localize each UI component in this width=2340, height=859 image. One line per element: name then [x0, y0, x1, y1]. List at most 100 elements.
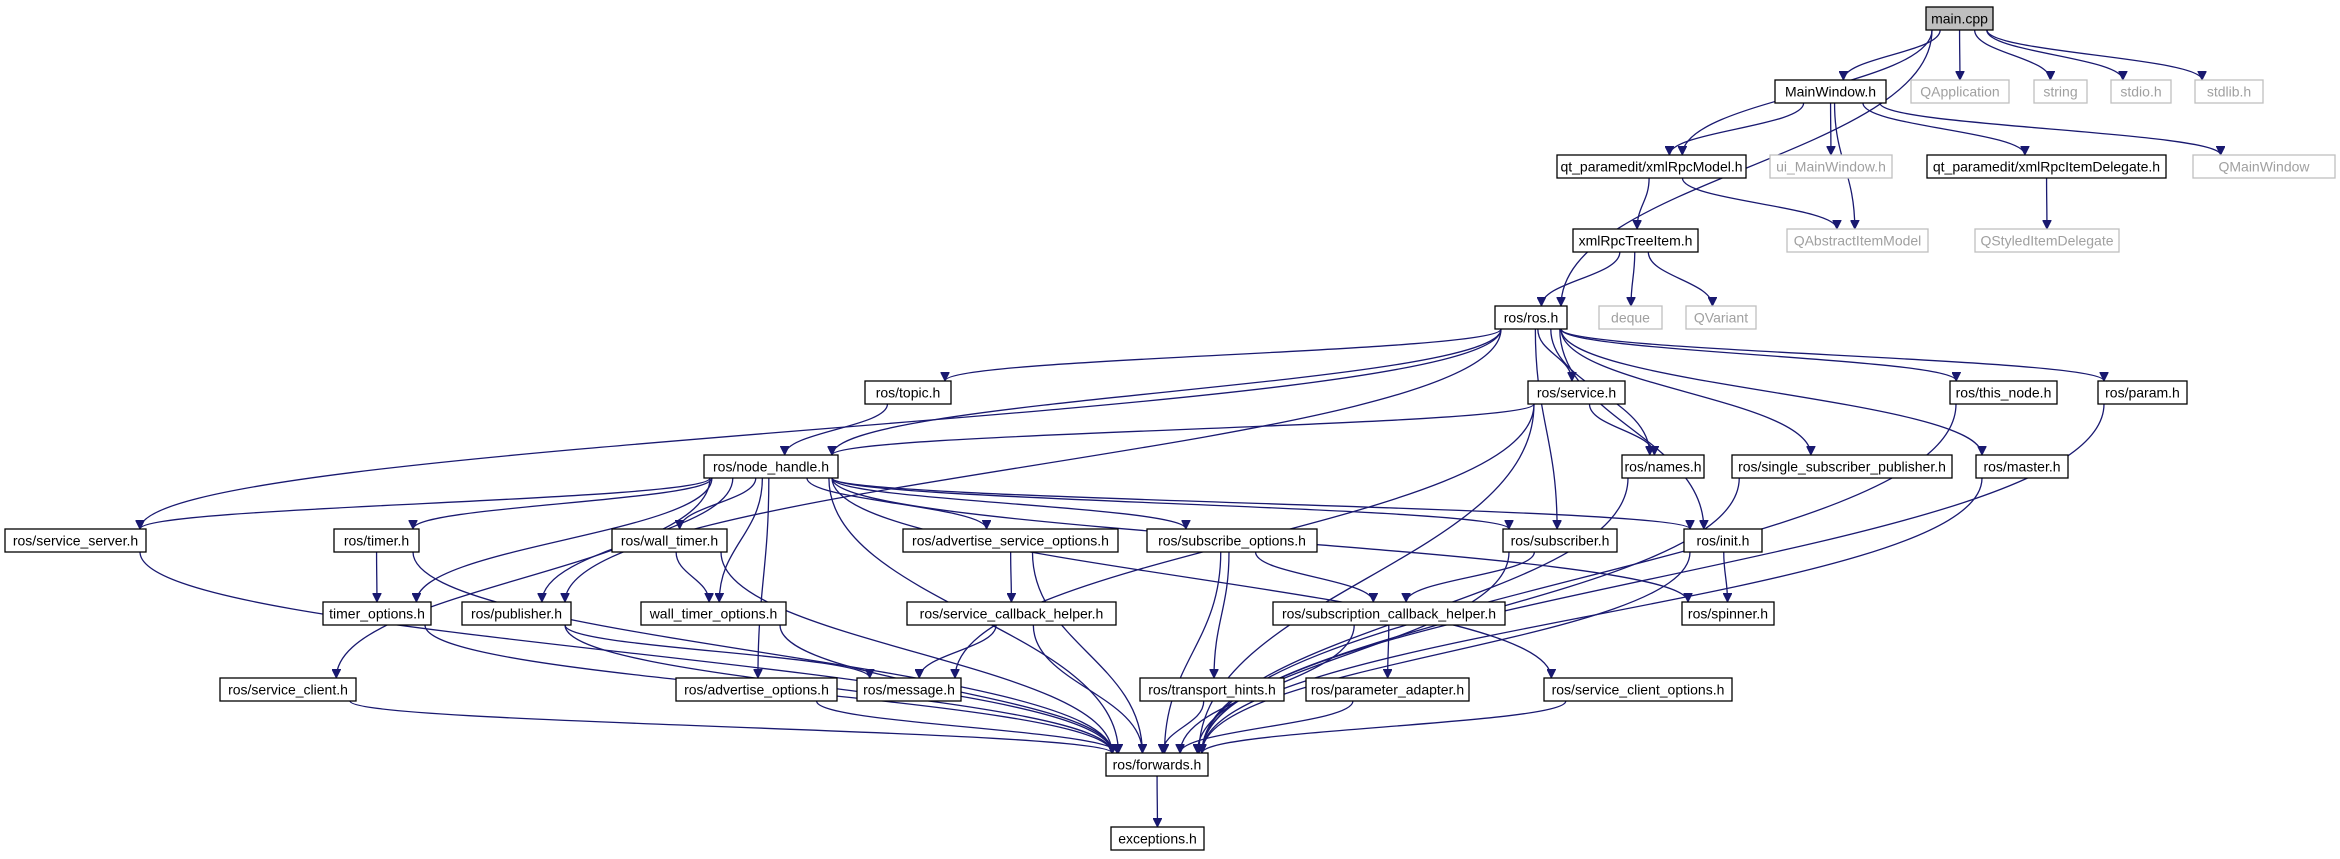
node-qstyleditemdelegate: QStyledItemDelegate	[1974, 228, 2120, 253]
node-transport-hints[interactable]: ros/transport_hints.h	[1139, 677, 1285, 702]
node-box	[1105, 752, 1209, 777]
edge-ros-ros-to-subscriber	[1534, 328, 1557, 529]
node-ssp[interactable]: ros/single_subscriber_publisher.h	[1731, 454, 1953, 479]
node-box	[1681, 601, 1775, 626]
edge-sub-opts-to-forwards	[1165, 551, 1222, 753]
node-xmlrpctreeitem[interactable]: xmlRpcTreeItem.h	[1572, 228, 1699, 253]
edge-ros-ros-to-param	[1560, 328, 2104, 382]
node-sub-opts[interactable]: ros/subscribe_options.h	[1146, 528, 1318, 553]
node-box	[1146, 528, 1318, 553]
edge-topic-to-node-handle	[785, 403, 889, 456]
node-label: ros/node_handle.h	[713, 459, 829, 475]
node-label: ros/param.h	[2105, 385, 2180, 401]
node-qapplication: QApplication	[1910, 79, 2010, 104]
node-wall-timer[interactable]: ros/wall_timer.h	[611, 528, 728, 553]
node-box	[856, 677, 962, 702]
node-label: ros/message.h	[863, 682, 955, 698]
node-stdio: stdio.h	[2110, 79, 2172, 104]
node-node-handle[interactable]: ros/node_handle.h	[703, 454, 839, 479]
edge-node-handle-to-service-server	[140, 477, 711, 530]
edge-node-handle-to-aso	[806, 477, 987, 530]
node-label: ros/service_server.h	[13, 533, 138, 549]
node-box	[1556, 154, 1747, 179]
edge-ros-ros-to-master	[1560, 328, 1982, 455]
node-sco[interactable]: ros/service_client_options.h	[1543, 677, 1733, 702]
node-box	[2097, 380, 2188, 405]
node-label: QStyledItemDelegate	[1980, 233, 2113, 249]
node-box	[906, 601, 1117, 626]
node-label: ros/ros.h	[1504, 310, 1558, 326]
edge-ros-ros-to-init	[1559, 328, 1704, 529]
node-spinner[interactable]: ros/spinner.h	[1681, 601, 1775, 626]
node-label: ros/timer.h	[344, 533, 409, 549]
node-adv-opts[interactable]: ros/advertise_options.h	[675, 677, 838, 702]
node-box	[1494, 305, 1568, 330]
node-message[interactable]: ros/message.h	[856, 677, 962, 702]
node-label: ros/names.h	[1624, 459, 1701, 475]
edge-ros-ros-to-ssp	[1560, 328, 1811, 455]
node-label: ros/init.h	[1697, 533, 1750, 549]
node-xmlrpcmodel[interactable]: qt_paramedit/xmlRpcModel.h	[1556, 154, 1747, 179]
node-service[interactable]: ros/service.h	[1527, 380, 1626, 405]
node-topic[interactable]: ros/topic.h	[864, 380, 952, 405]
node-box	[1110, 826, 1205, 851]
node-param[interactable]: ros/param.h	[2097, 380, 2188, 405]
node-box	[1139, 677, 1285, 702]
node-ros-ros[interactable]: ros/ros.h	[1494, 305, 1568, 330]
edge-node-handle-to-sco	[831, 477, 1551, 678]
node-box	[1774, 79, 1887, 104]
node-box	[1975, 454, 2069, 479]
edge-ros-ros-to-this-node	[1560, 328, 1956, 382]
node-subcb[interactable]: ros/subscription_callback_helper.h	[1272, 601, 1506, 626]
node-label: exceptions.h	[1118, 831, 1197, 847]
edge-node-handle-to-init	[831, 477, 1690, 530]
node-label: ros/single_subscriber_publisher.h	[1738, 459, 1946, 475]
node-service-server[interactable]: ros/service_server.h	[4, 528, 147, 553]
node-wall-timer-options[interactable]: wall_timer_options.h	[640, 601, 787, 626]
node-box	[322, 601, 432, 626]
node-forwards[interactable]: ros/forwards.h	[1105, 752, 1209, 777]
node-box	[219, 677, 357, 702]
node-this-node[interactable]: ros/this_node.h	[1949, 380, 2058, 405]
edge-ros-ros-to-publisher	[565, 328, 1502, 602]
node-box	[2192, 154, 2336, 179]
node-main-cpp[interactable]: main.cpp	[1925, 6, 1994, 31]
edge-init-to-forwards	[1202, 551, 1691, 753]
node-label: QAbstractItemModel	[1794, 233, 1922, 249]
node-box	[1305, 677, 1470, 702]
node-label: ros/subscriber.h	[1511, 533, 1610, 549]
node-exceptions[interactable]: exceptions.h	[1110, 826, 1205, 851]
node-names[interactable]: ros/names.h	[1621, 454, 1705, 479]
node-box	[333, 528, 420, 553]
node-label: ros/advertise_options.h	[684, 682, 829, 698]
node-init[interactable]: ros/init.h	[1683, 528, 1763, 553]
node-stdlib: stdlib.h	[2194, 79, 2264, 104]
node-timer-options[interactable]: timer_options.h	[322, 601, 432, 626]
node-label: ui_MainWindow.h	[1776, 159, 1886, 175]
node-param-adapter[interactable]: ros/parameter_adapter.h	[1305, 677, 1470, 702]
node-label: QVariant	[1694, 310, 1748, 326]
edge-node-handle-to-subscriber	[831, 477, 1509, 530]
node-subscriber[interactable]: ros/subscriber.h	[1502, 528, 1618, 553]
edge-sub-opts-to-transport-hints	[1214, 551, 1230, 678]
node-service-client[interactable]: ros/service_client.h	[219, 677, 357, 702]
node-master[interactable]: ros/master.h	[1975, 454, 2069, 479]
node-sch[interactable]: ros/service_callback_helper.h	[906, 601, 1117, 626]
node-publisher[interactable]: ros/publisher.h	[461, 601, 572, 626]
edge-sub-opts-to-subcb	[1254, 551, 1374, 603]
edge-service-server-to-forwards	[139, 551, 1112, 753]
node-label: ros/transport_hints.h	[1148, 682, 1276, 698]
edge-service-to-node-handle	[832, 403, 1535, 456]
edge-wall-timer-to-wall-timer-options	[675, 551, 709, 603]
node-box	[1543, 677, 1733, 702]
edge-node-handle-to-sub-opts	[831, 477, 1186, 530]
edge-ros-ros-to-service	[1537, 328, 1572, 382]
node-aso[interactable]: ros/advertise_service_options.h	[902, 528, 1119, 553]
edge-publisher-to-forwards	[564, 624, 1112, 754]
node-timer[interactable]: ros/timer.h	[333, 528, 420, 553]
edge-wall-timer-to-forwards	[720, 551, 1112, 753]
node-xmlrpcitemdelegate[interactable]: qt_paramedit/xmlRpcItemDelegate.h	[1926, 154, 2167, 179]
node-label: ros/service_client_options.h	[1552, 682, 1725, 698]
node-mainwindow[interactable]: MainWindow.h	[1774, 79, 1887, 104]
